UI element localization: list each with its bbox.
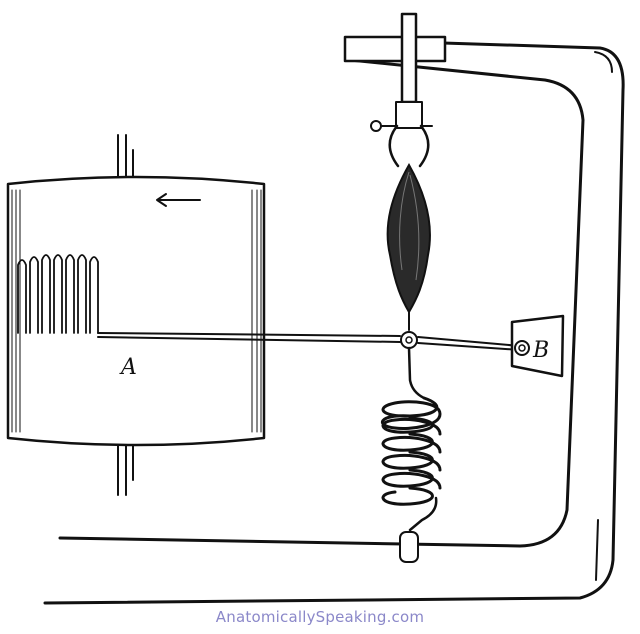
top-clamp-bar (343, 35, 447, 63)
muscle-traces (17, 254, 99, 334)
rotation-arrow (156, 193, 201, 207)
spring (380, 346, 442, 563)
kymograph-drum (6, 175, 266, 447)
pivot-bracket (510, 314, 565, 378)
muscle-holder-rod (370, 12, 433, 168)
muscle (386, 162, 431, 331)
writing-lever (97, 331, 521, 351)
pivot-label: B (532, 338, 549, 363)
drum-label: A (119, 355, 137, 380)
stand-frame (43, 38, 625, 605)
watermark: AnatomicallySpeaking.com (215, 608, 425, 626)
